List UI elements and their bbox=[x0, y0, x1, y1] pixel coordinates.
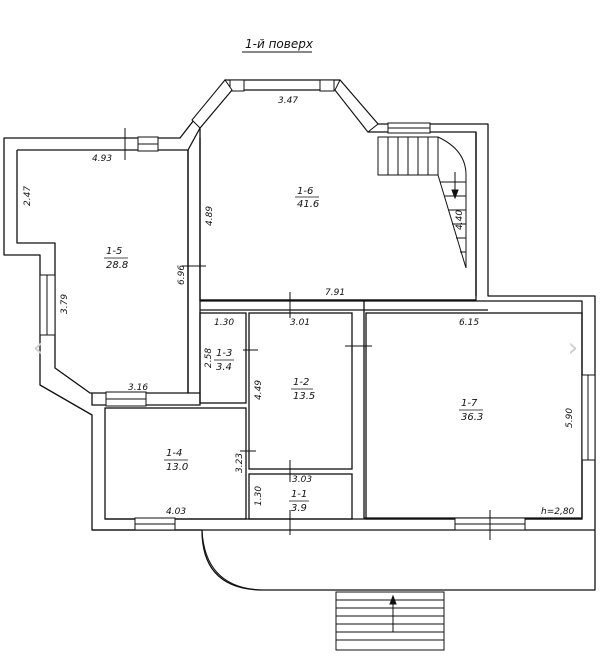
room-1-5-area: 28.8 bbox=[106, 260, 128, 271]
dim-4-93: 4.93 bbox=[92, 154, 112, 164]
room-1-3-area: 3.4 bbox=[216, 362, 232, 373]
dim-6-15: 6.15 bbox=[459, 318, 479, 328]
dimension-labels: 3.47 4.93 2.47 4.89 6.96 3.79 4.40 7.91 … bbox=[23, 96, 575, 517]
room-1-3-id: 1-3 bbox=[216, 348, 232, 359]
room-1-6-walls bbox=[199, 128, 488, 311]
plan-title: 1-й поверх bbox=[245, 37, 314, 51]
dim-4-40: 4.40 bbox=[455, 210, 465, 230]
dim-3-03: 3.03 bbox=[292, 475, 312, 485]
dim-1-30-a: 1.30 bbox=[214, 318, 234, 328]
dim-7-91: 7.91 bbox=[325, 288, 345, 298]
dim-3-01: 3.01 bbox=[290, 318, 310, 328]
entrance-arrow-icon bbox=[389, 594, 397, 632]
dim-6-96: 6.96 bbox=[177, 265, 187, 285]
dim-3-23: 3.23 bbox=[235, 453, 245, 473]
dim-5-90: 5.90 bbox=[565, 408, 575, 428]
room-1-4-id: 1-4 bbox=[166, 448, 182, 459]
room-1-2-area: 13.5 bbox=[293, 391, 315, 402]
room-1-7-id: 1-7 bbox=[461, 398, 478, 409]
windows bbox=[39, 79, 596, 531]
room-1-5-id: 1-5 bbox=[106, 246, 122, 257]
dim-4-89: 4.89 bbox=[205, 206, 215, 226]
room-1-6-id: 1-6 bbox=[297, 186, 313, 197]
dim-3-79: 3.79 bbox=[60, 294, 70, 314]
room-1-4-area: 13.0 bbox=[166, 462, 188, 473]
chevron-left-icon[interactable]: ‹ bbox=[32, 333, 44, 363]
room-1-6-area: 41.6 bbox=[297, 199, 319, 210]
ceiling-height: h=2,80 bbox=[541, 507, 575, 517]
room-1-7-area: 36.3 bbox=[461, 412, 483, 423]
dim-2-58: 2.58 bbox=[204, 348, 214, 368]
chevron-right-icon[interactable]: › bbox=[567, 333, 579, 363]
staircase bbox=[377, 136, 467, 269]
room-1-1-area: 3.9 bbox=[291, 503, 307, 514]
dim-4-49: 4.49 bbox=[254, 380, 264, 400]
room-1-2-id: 1-2 bbox=[293, 377, 309, 388]
dim-3-16: 3.16 bbox=[128, 383, 148, 393]
stair-arrow-icon bbox=[451, 172, 459, 200]
central-walls bbox=[92, 312, 595, 531]
dim-3-47: 3.47 bbox=[278, 96, 298, 106]
entrance-steps bbox=[201, 529, 445, 651]
dim-4-03: 4.03 bbox=[166, 507, 186, 517]
room-labels: 1-5 28.8 1-6 41.6 1-3 3.4 1-2 13.5 1-4 1… bbox=[104, 186, 483, 514]
dim-1-30-b: 1.30 bbox=[254, 486, 264, 506]
room-1-1-id: 1-1 bbox=[291, 489, 307, 500]
dim-2-47: 2.47 bbox=[23, 186, 33, 206]
door-marks bbox=[124, 128, 491, 540]
